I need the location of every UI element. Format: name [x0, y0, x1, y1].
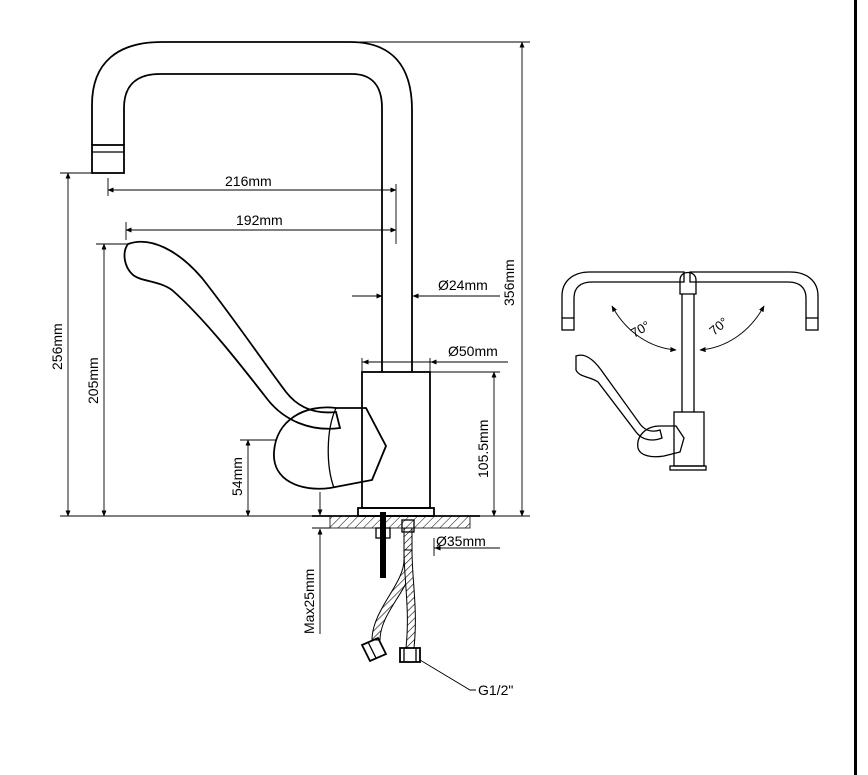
swivel-front-view: 70° 70°: [561, 271, 819, 471]
swivel-handle: [575, 354, 663, 441]
deck-surface: [329, 515, 471, 529]
dim-body-diameter: Ø50mm: [448, 343, 498, 359]
dim-max-deck: Max25mm: [301, 569, 317, 634]
dim-reach-192: 192mm: [236, 212, 283, 228]
faucet-base-ring: [357, 507, 435, 517]
lever-handle: [123, 240, 342, 430]
supply-hose-right: [403, 549, 416, 649]
dim-lever-height: 54mm: [229, 457, 245, 496]
fixing-nut: [375, 527, 391, 539]
dimension-lines: [60, 41, 530, 691]
spout-aerator: [91, 144, 125, 174]
spout-outer-contour: [91, 41, 413, 372]
swivel-angle-left: 70°: [628, 318, 653, 341]
dim-base-diameter: Ø35mm: [436, 533, 486, 549]
swivel-pivot: [679, 271, 697, 295]
swivel-arm-right: [689, 271, 819, 318]
faucet-side-view: [91, 41, 480, 663]
dim-body-height: 105.5mm: [475, 420, 491, 478]
dim-thread: G1/2": [478, 682, 513, 698]
dim-total-height: 356mm: [501, 259, 517, 306]
spout-inner-contour: [123, 73, 383, 372]
dimension-labels: 216mm 192mm Ø24mm Ø50mm Ø35mm G1/2" 356m…: [49, 173, 517, 698]
dim-spout-diameter: Ø24mm: [438, 277, 488, 293]
faucet-body: [361, 371, 431, 509]
swivel-angle-right: 70°: [706, 314, 731, 338]
swivel-angle-arc-right: [699, 305, 765, 353]
dim-handle-height: 205mm: [85, 357, 101, 404]
dim-spout-height: 256mm: [49, 323, 65, 370]
fixing-rod: [380, 512, 386, 578]
page-frame-border: [854, 0, 857, 775]
swivel-body: [673, 411, 705, 467]
hose-nut-right: [399, 647, 421, 663]
hose-connector-top: [401, 519, 415, 533]
swivel-angle-arc-left: [611, 305, 677, 353]
dim-reach-216: 216mm: [225, 173, 272, 189]
swivel-arm-left: [561, 271, 685, 318]
hose-nut-left: [360, 636, 388, 663]
lever-hub: [273, 406, 387, 490]
